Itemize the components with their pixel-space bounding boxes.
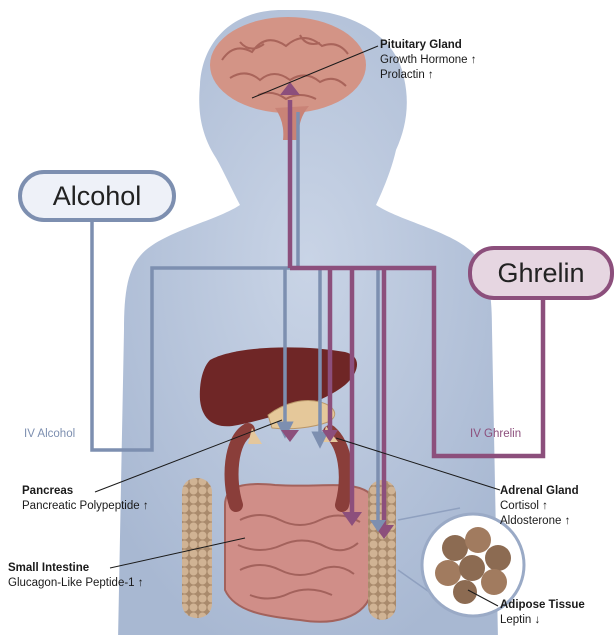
pituitary-name: Pituitary Gland [380, 38, 477, 53]
intestine-hormone: Glucagon-Like Peptide-1 ↑ [8, 576, 144, 591]
iv-ghrelin-label: IV Ghrelin [470, 428, 521, 440]
adrenal-label-group: Adrenal Gland Cortisol ↑ Aldosterone ↑ [500, 484, 579, 529]
adrenal-hormone: Cortisol ↑ [500, 499, 579, 514]
ghrelin-box: Ghrelin [468, 246, 614, 300]
pancreas-hormone: Pancreatic Polypeptide ↑ [22, 499, 149, 514]
intestine-name: Small Intestine [8, 561, 144, 576]
ghrelin-label: Ghrelin [497, 258, 584, 288]
alcohol-label: Alcohol [53, 181, 142, 211]
adipose-label-group: Adipose Tissue Leptin ↓ [500, 598, 585, 628]
adipose-hormone: Leptin ↓ [500, 613, 585, 628]
pituitary-hormone: Growth Hormone ↑ [380, 53, 477, 68]
alcohol-box: Alcohol [18, 170, 176, 222]
adrenal-name: Adrenal Gland [500, 484, 579, 499]
pancreas-name: Pancreas [22, 484, 149, 499]
intestine-label-group: Small Intestine Glucagon-Like Peptide-1 … [8, 561, 144, 591]
iv-alcohol-label: IV Alcohol [24, 428, 75, 440]
pituitary-hormone: Prolactin ↑ [380, 68, 477, 83]
pituitary-label-group: Pituitary Gland Growth Hormone ↑ Prolact… [380, 38, 477, 83]
adrenal-hormone: Aldosterone ↑ [500, 514, 579, 529]
adipose-cluster-left [182, 478, 212, 618]
pancreas-label-group: Pancreas Pancreatic Polypeptide ↑ [22, 484, 149, 514]
adipose-name: Adipose Tissue [500, 598, 585, 613]
